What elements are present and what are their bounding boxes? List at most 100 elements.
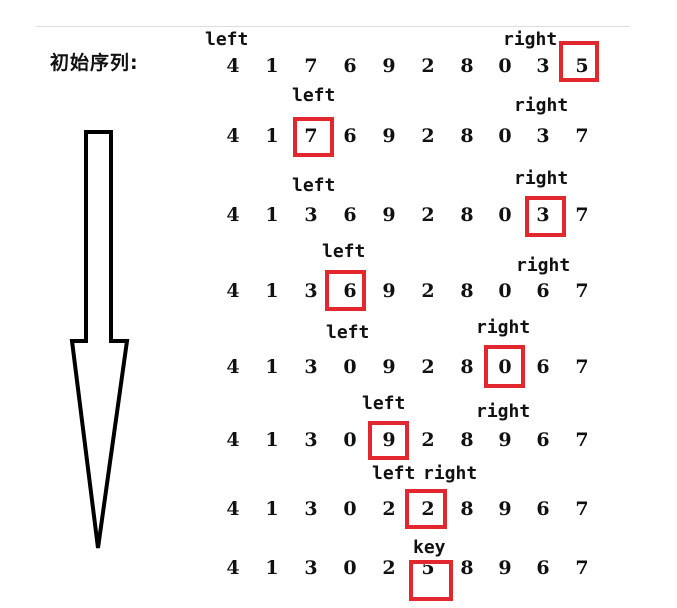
sequence-number: 3 bbox=[536, 55, 550, 77]
sequence-number: 0 bbox=[498, 356, 512, 378]
key-label: key bbox=[413, 537, 446, 558]
sequence-number: 7 bbox=[304, 125, 318, 147]
sequence-number: 4 bbox=[226, 356, 240, 378]
sequence-number: 4 bbox=[226, 498, 240, 520]
sequence-number: 8 bbox=[460, 557, 474, 579]
sequence-number: 8 bbox=[460, 429, 474, 451]
sequence-number: 9 bbox=[382, 55, 396, 77]
sequence-number: 2 bbox=[421, 498, 435, 520]
sequence-number: 3 bbox=[304, 498, 318, 520]
right-pointer-label: right bbox=[503, 29, 558, 50]
sequence-number: 0 bbox=[498, 204, 512, 226]
highlight-box bbox=[525, 196, 566, 237]
sequence-number: 0 bbox=[498, 125, 512, 147]
sequence-number: 6 bbox=[536, 557, 550, 579]
sequence-number: 2 bbox=[421, 356, 435, 378]
sequence-number: 3 bbox=[304, 557, 318, 579]
sequence-number: 2 bbox=[382, 557, 396, 579]
sequence-number: 8 bbox=[460, 55, 474, 77]
right-pointer-label: right bbox=[476, 401, 531, 422]
right-pointer-label: right bbox=[514, 168, 569, 189]
sequence-number: 8 bbox=[460, 125, 474, 147]
sequence-number: 9 bbox=[382, 125, 396, 147]
left-pointer-label: left bbox=[326, 322, 370, 343]
sequence-number: 6 bbox=[343, 280, 357, 302]
sequence-number: 6 bbox=[343, 55, 357, 77]
sequence-number: 6 bbox=[536, 498, 550, 520]
sequence-number: 4 bbox=[226, 125, 240, 147]
highlight-box bbox=[405, 489, 447, 529]
sequence-number: 7 bbox=[575, 125, 589, 147]
sequence-number: 0 bbox=[343, 498, 357, 520]
sequence-number: 8 bbox=[460, 204, 474, 226]
sequence-number: 1 bbox=[265, 280, 279, 302]
sequence-number: 2 bbox=[421, 429, 435, 451]
sequence-number: 7 bbox=[575, 356, 589, 378]
sequence-number: 8 bbox=[460, 498, 474, 520]
sequence-number: 7 bbox=[575, 204, 589, 226]
initial-sequence-title: 初始序列: bbox=[50, 52, 139, 74]
sequence-number: 9 bbox=[382, 280, 396, 302]
sequence-number: 2 bbox=[421, 125, 435, 147]
sequence-number: 4 bbox=[226, 55, 240, 77]
sequence-number: 1 bbox=[265, 125, 279, 147]
sequence-number: 5 bbox=[575, 55, 589, 77]
left-pointer-label: left bbox=[372, 463, 416, 484]
sequence-number: 8 bbox=[460, 280, 474, 302]
highlight-box bbox=[368, 421, 409, 460]
sequence-number: 1 bbox=[265, 55, 279, 77]
sequence-number: 3 bbox=[304, 356, 318, 378]
sequence-number: 6 bbox=[536, 356, 550, 378]
highlight-box bbox=[409, 560, 453, 601]
sequence-number: 4 bbox=[226, 204, 240, 226]
sequence-number: 6 bbox=[536, 280, 550, 302]
sequence-number: 1 bbox=[265, 498, 279, 520]
sequence-number: 4 bbox=[226, 557, 240, 579]
sequence-number: 6 bbox=[343, 125, 357, 147]
sequence-number: 2 bbox=[421, 280, 435, 302]
sequence-number: 3 bbox=[536, 125, 550, 147]
highlight-box bbox=[325, 270, 366, 311]
sequence-number: 2 bbox=[421, 55, 435, 77]
left-pointer-label: left bbox=[362, 393, 406, 414]
sequence-number: 9 bbox=[498, 429, 512, 451]
sequence-number: 9 bbox=[382, 356, 396, 378]
sequence-number: 7 bbox=[575, 280, 589, 302]
top-divider bbox=[36, 26, 630, 27]
sequence-number: 3 bbox=[304, 429, 318, 451]
sequence-number: 9 bbox=[382, 204, 396, 226]
sequence-number: 7 bbox=[575, 557, 589, 579]
sequence-number: 3 bbox=[536, 204, 550, 226]
sequence-number: 9 bbox=[498, 498, 512, 520]
sequence-number: 4 bbox=[226, 429, 240, 451]
sequence-number: 0 bbox=[343, 557, 357, 579]
sequence-number: 0 bbox=[343, 356, 357, 378]
sequence-number: 0 bbox=[498, 55, 512, 77]
sequence-number: 1 bbox=[265, 557, 279, 579]
right-pointer-label: right bbox=[423, 463, 478, 484]
sequence-number: 3 bbox=[304, 204, 318, 226]
right-pointer-label: right bbox=[516, 255, 571, 276]
left-pointer-label: left bbox=[292, 85, 336, 106]
sequence-number: 1 bbox=[265, 429, 279, 451]
sequence-number: 6 bbox=[343, 204, 357, 226]
sequence-number: 7 bbox=[575, 498, 589, 520]
sequence-number: 9 bbox=[382, 429, 396, 451]
sequence-number: 2 bbox=[382, 498, 396, 520]
sequence-number: 2 bbox=[421, 204, 435, 226]
sequence-number: 1 bbox=[265, 204, 279, 226]
highlight-box bbox=[484, 345, 525, 388]
right-pointer-label: right bbox=[514, 95, 569, 116]
sequence-number: 0 bbox=[498, 280, 512, 302]
sequence-number: 1 bbox=[265, 356, 279, 378]
right-pointer-label: right bbox=[476, 317, 531, 338]
sequence-number: 0 bbox=[343, 429, 357, 451]
sequence-number: 8 bbox=[460, 356, 474, 378]
highlight-box bbox=[559, 41, 599, 82]
left-pointer-label: left bbox=[292, 175, 336, 196]
sequence-number: 9 bbox=[498, 557, 512, 579]
highlight-box bbox=[293, 117, 334, 157]
sequence-number: 7 bbox=[575, 429, 589, 451]
left-pointer-label: left bbox=[322, 241, 366, 262]
